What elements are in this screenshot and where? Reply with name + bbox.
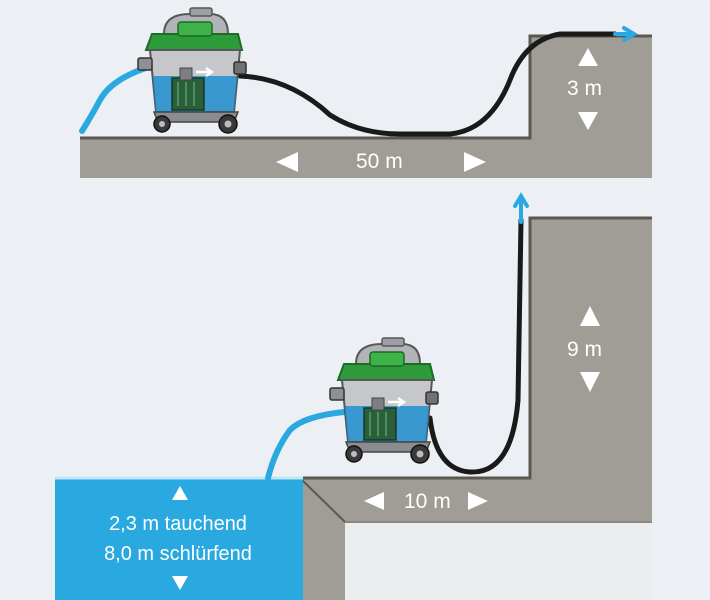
top-horizontal-distance-label: 50 m (356, 150, 403, 173)
water-depth-arrow-up (172, 486, 188, 500)
bottom-panel (55, 192, 652, 600)
submerged-depth-label: 2,3 m tauchend (109, 513, 247, 535)
bottom-vertical-arrow-up (580, 306, 600, 326)
top-height-label: 3 m (567, 77, 603, 100)
bottom-horizontal-distance-label: 10 m (404, 490, 451, 513)
top-vertical-arrow-up (578, 48, 598, 66)
top-vertical-arrow-down (578, 112, 598, 130)
bottom-inlet-hose (265, 409, 347, 481)
water-depth-arrow-down (172, 576, 188, 590)
top-panel (79, 6, 652, 178)
bottom-vertical-arrow-down (580, 372, 600, 392)
top-discharge-hose (237, 31, 618, 137)
top-outlet-arrow (613, 26, 638, 42)
top-horizontal-arrow-left (276, 152, 298, 172)
bottom-height-label: 9 m (567, 338, 603, 361)
bottom-upper-ground (300, 218, 652, 600)
bottom-discharge-hose (427, 217, 524, 475)
bottom-horizontal-arrow-right (468, 492, 488, 510)
suction-depth-label: 8,0 m schlürfend (104, 543, 252, 565)
top-inlet-hose (79, 63, 155, 134)
bottom-outlet-arrow (513, 192, 529, 224)
bottom-horizontal-arrow-left (364, 492, 384, 510)
top-horizontal-arrow-right (464, 152, 486, 172)
top-ground (80, 36, 652, 178)
